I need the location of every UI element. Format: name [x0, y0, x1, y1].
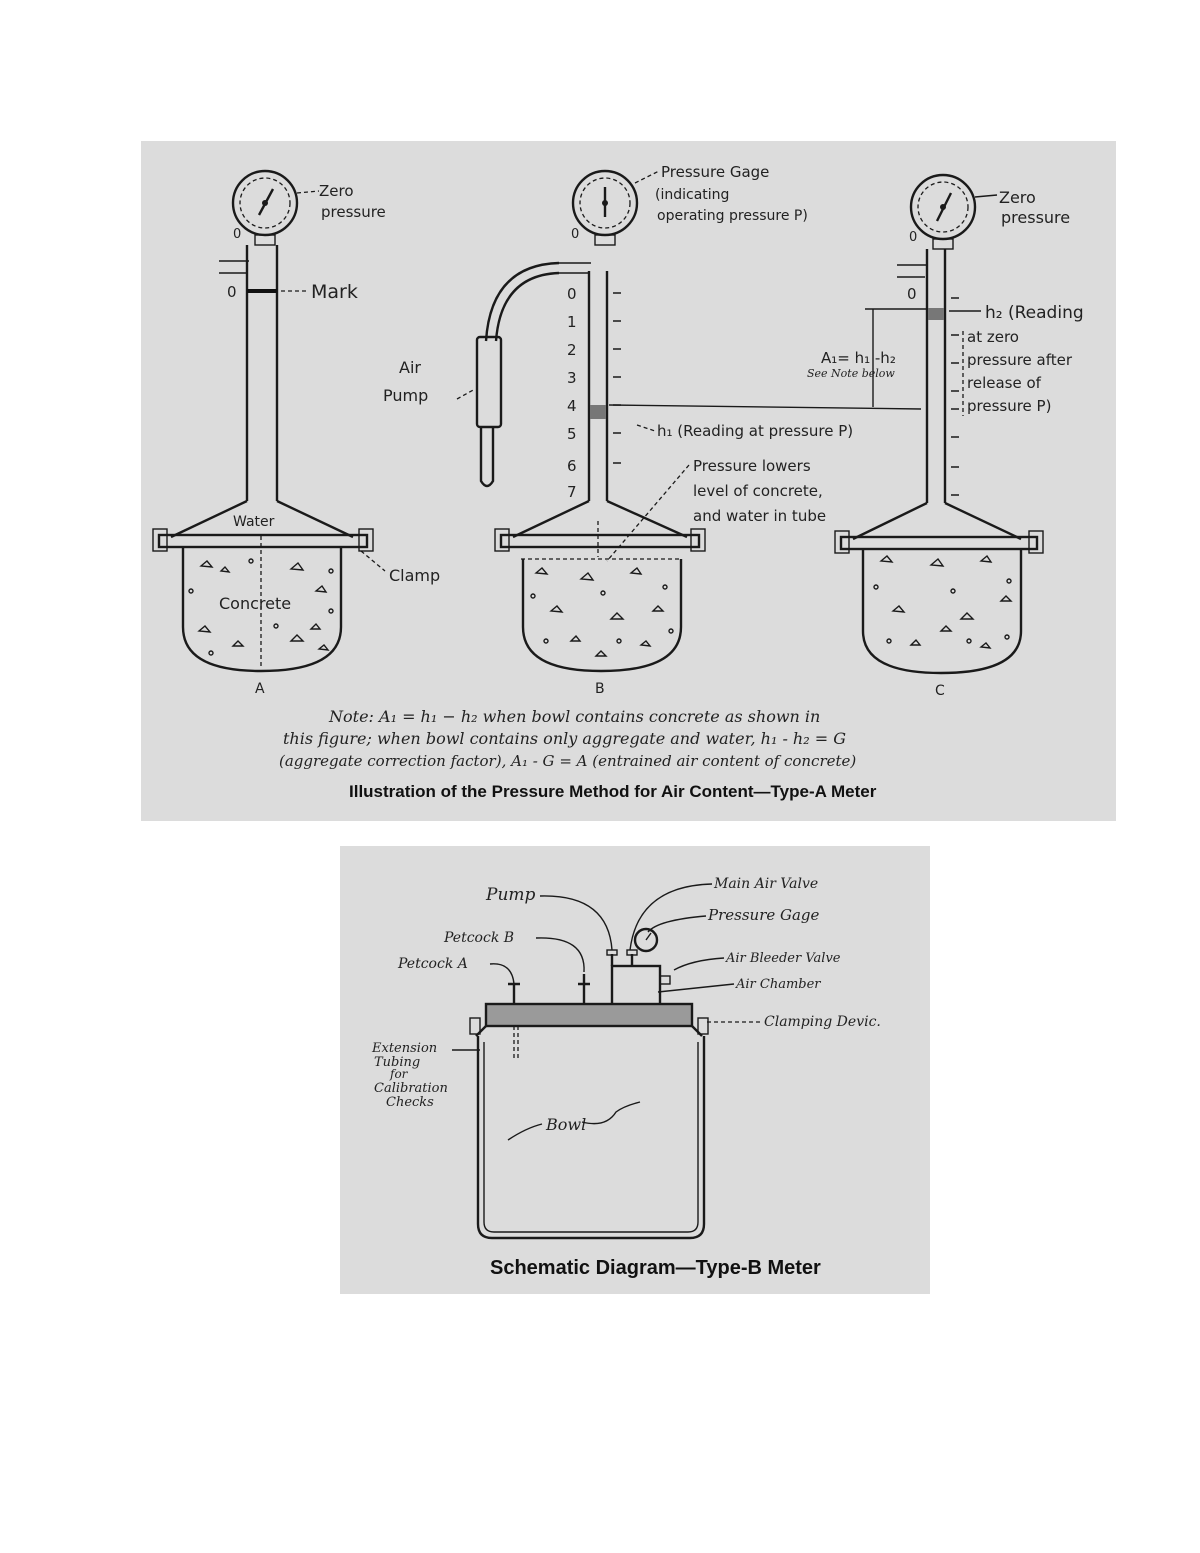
meter-a-letter: A: [255, 681, 265, 697]
pressure-lowers-label-2: level of concrete,: [693, 482, 823, 500]
air-chamber-icon: [612, 966, 660, 1006]
svg-text:1: 1: [567, 313, 577, 331]
zero-pressure-label-a-2: pressure: [321, 203, 386, 221]
meter-b: 0 Pressure Gage (indicating operating pr…: [383, 163, 921, 697]
air-chamber-label: Air Chamber: [735, 977, 821, 992]
bowl-b: [523, 559, 681, 671]
extension-label-5: Checks: [386, 1095, 434, 1110]
air-pump-label: Air: [399, 358, 421, 377]
meter-a: 0 Zero pressure 0 Mark Water Clamp Concr…: [153, 171, 440, 697]
type-b-diagram: Pump Main Air Valve Pressure Gage Petcoc…: [340, 846, 930, 1294]
main-air-valve-label: Main Air Valve: [713, 876, 818, 892]
gauge-b-zero: 0: [571, 227, 579, 242]
air-pump-icon: [477, 337, 501, 427]
air-pump-label-2: Pump: [383, 386, 428, 405]
air-bleeder-valve-icon: [660, 976, 670, 984]
h2-label-4: release of: [967, 374, 1042, 392]
scale-zero-c: 0: [907, 285, 917, 303]
zero-pressure-label-c-2: pressure: [1001, 208, 1070, 227]
pressure-lowers-label: Pressure lowers: [693, 457, 811, 475]
clamp-left-icon-b: [470, 1018, 480, 1034]
note-line-1: Note: A₁ = h₁ − h₂ when bowl contains co…: [328, 707, 820, 726]
extension-label-4: Calibration: [374, 1081, 448, 1096]
svg-text:2: 2: [567, 341, 577, 359]
pressure-gage-label-3: operating pressure P): [657, 208, 808, 224]
type-b-meter-figure: Pump Main Air Valve Pressure Gage Petcoc…: [340, 846, 930, 1294]
h2-label-5: pressure P): [967, 397, 1051, 415]
mark-zero-a: 0: [227, 283, 237, 301]
water-label: Water: [233, 514, 275, 530]
extension-label-1: Extension: [371, 1041, 437, 1056]
type-b-caption: Schematic Diagram—Type-B Meter: [490, 1257, 821, 1279]
bowl-c: [863, 549, 1021, 673]
pump-label: Pump: [485, 885, 536, 905]
air-bleeder-valve-label: Air Bleeder Valve: [725, 951, 841, 966]
petcock-b-label: Petcock B: [443, 930, 514, 946]
clamping-device-label: Clamping Devic.: [764, 1014, 881, 1030]
gauge-c-zero: 0: [909, 230, 917, 245]
mark-label: Mark: [311, 281, 358, 303]
a1-formula: A₁= h₁ -h₂: [821, 349, 896, 367]
svg-text:3: 3: [567, 369, 577, 387]
see-note-label: See Note below: [807, 367, 895, 380]
svg-text:4: 4: [567, 397, 577, 415]
petcock-a-label: Petcock A: [397, 956, 468, 972]
lid: [486, 1004, 692, 1026]
clamp-label: Clamp: [389, 566, 440, 585]
bowl-label: Bowl: [545, 1115, 586, 1134]
type-a-meter-figure: 0 Zero pressure 0 Mark Water Clamp Concr…: [141, 141, 1116, 821]
petcock-a-icon: [508, 984, 520, 1006]
petcock-b-icon: [578, 974, 590, 1006]
h2-label-2: at zero: [967, 328, 1019, 346]
note-line-3: (aggregate correction factor), A₁ - G = …: [279, 752, 856, 770]
pressure-gage-label: Pressure Gage: [661, 163, 769, 181]
svg-text:5: 5: [567, 425, 577, 443]
concrete-label: Concrete: [219, 594, 291, 613]
h2-label: h₂ (Reading: [985, 303, 1084, 323]
svg-text:7: 7: [567, 483, 577, 501]
pressure-gage-label-2: (indicating: [655, 187, 729, 203]
note-line-2: this figure; when bowl contains only agg…: [283, 729, 846, 748]
h2-label-3: pressure after: [967, 351, 1073, 369]
h1-label: h₁ (Reading at pressure P): [657, 422, 853, 440]
meter-b-letter: B: [595, 681, 605, 697]
gauge-a-zero: 0: [233, 227, 241, 242]
aggregate-c: [874, 556, 1011, 648]
svg-text:0: 0: [567, 285, 577, 303]
meter-c-letter: C: [935, 683, 945, 699]
aggregate-b: [531, 568, 673, 656]
type-a-caption: Illustration of the Pressure Method for …: [349, 782, 877, 801]
extension-label-3: for: [389, 1067, 409, 1081]
svg-text:6: 6: [567, 457, 577, 475]
type-a-diagram: 0 Zero pressure 0 Mark Water Clamp Concr…: [141, 141, 1116, 821]
scale-b: 0 1 2 3 4 5 6 7: [567, 285, 621, 501]
clamping-device-icon: [698, 1018, 708, 1034]
zero-pressure-label-a: Zero: [319, 182, 354, 200]
pressure-lowers-label-3: and water in tube: [693, 507, 826, 525]
zero-pressure-label-c: Zero: [999, 188, 1036, 207]
pressure-gage-label-b: Pressure Gage: [707, 906, 820, 924]
